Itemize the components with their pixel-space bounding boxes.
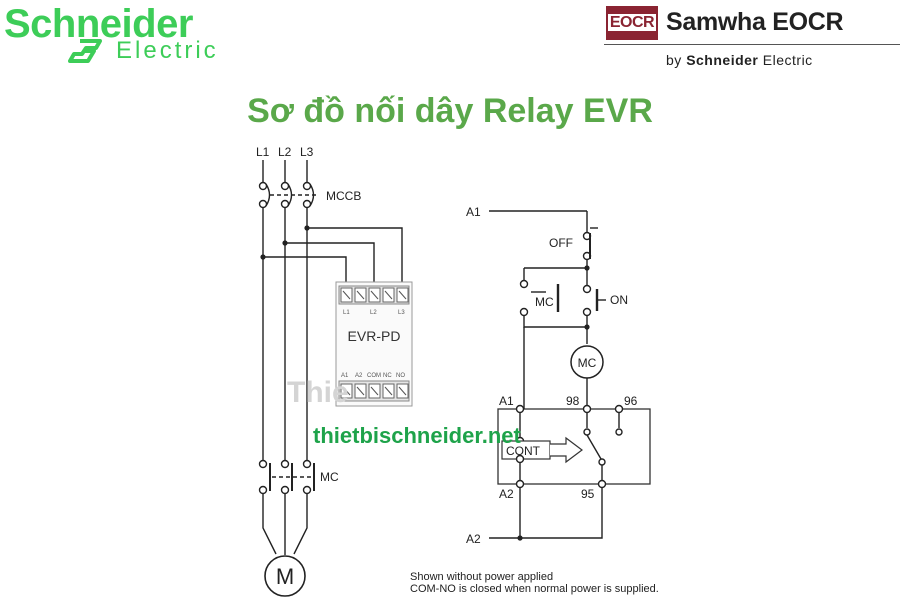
eocr-logo-divider [604,44,900,45]
mc-coil: MC [570,345,604,379]
relay-top-terminal-l2: L2 [370,310,377,316]
on-button: ON [582,284,628,317]
ghost-watermark-text: Thie [287,376,349,409]
relay-bottom-terminal-a2: A2 [355,373,363,379]
relay-bottom-terminal-no: NO [396,373,405,379]
samwha-eocr-logo: EOCR Samwha EOCR by Schneider Electric [604,4,900,70]
eocr-logo-box: EOCR [606,6,658,40]
off-button: OFF [549,227,598,261]
schneider-electric-logo: Schneider Electric [4,2,274,68]
schneider-logo-subtext: Electric [116,37,219,64]
control-circuit: A1 OFF MC ON [466,205,651,546]
schneider-logo-word: Schneider [4,2,193,46]
relay-bottom-terminal-a1: A1 [341,373,349,379]
evr-relay-schematic: A1 98 96 A2 95 CONT [497,394,651,501]
cont-label: CONT [506,444,541,458]
mccb-label: MCCB [326,189,361,203]
eocr-byline-prefix: by [666,52,687,68]
mc-contactor-label: MC [320,470,339,484]
power-circuit: L1 L2 L3 MCCB [256,145,413,597]
eocr-byline-brand: Schneider [686,52,759,68]
relay-top-terminal-l1: L1 [343,310,350,316]
relay-terminal-96-label: 96 [624,394,638,408]
diagram-note: Shown without power applied COM-NO is cl… [410,571,659,595]
schneider-logo-mark-icon [68,39,102,63]
mc-contactor: MC [258,459,339,495]
motor: M [264,555,306,597]
eocr-logo-box-text: EOCR [607,14,657,31]
phase-label-l2: L2 [278,145,292,159]
on-button-label: ON [610,293,628,307]
relay-terminal-a2-label: A2 [499,487,514,501]
eocr-byline-suffix: Electric [758,52,813,68]
motor-label: M [276,564,294,589]
relay-terminal-a1-label: A1 [499,394,514,408]
mc-coil-label: MC [578,356,597,370]
relay-bottom-terminal-com: COM [367,373,381,379]
mccb-breaker: MCCB [258,181,361,209]
note-line-2: COM-NO is closed when normal power is su… [410,583,659,595]
mc-holding-contact: MC [519,279,560,317]
mc-holding-contact-label: MC [535,295,554,309]
relay-top-terminal-l3: L3 [398,310,405,316]
eocr-logo-title: Samwha EOCR [666,8,844,36]
relay-name-label: EVR-PD [348,328,401,344]
website-watermark: thietbischneider.net [313,423,521,448]
relay-bottom-terminal-nc: NC [383,373,392,379]
evr-pd-relay: L1 L2 L3 EVR-PD A1 A2 COM NC NO [335,281,413,407]
relay-terminal-98-label: 98 [566,394,580,408]
eocr-logo-byline: by Schneider Electric [666,52,813,68]
control-supply-a2-label: A2 [466,532,481,546]
page-title: Sơ đồ nối dây Relay EVR [247,92,653,130]
relay-terminal-95-label: 95 [581,487,595,501]
control-supply-a1-label: A1 [466,205,481,219]
phase-label-l3: L3 [300,145,314,159]
phase-label-l1: L1 [256,145,270,159]
off-button-label: OFF [549,236,573,250]
note-line-1: Shown without power applied [410,571,554,583]
